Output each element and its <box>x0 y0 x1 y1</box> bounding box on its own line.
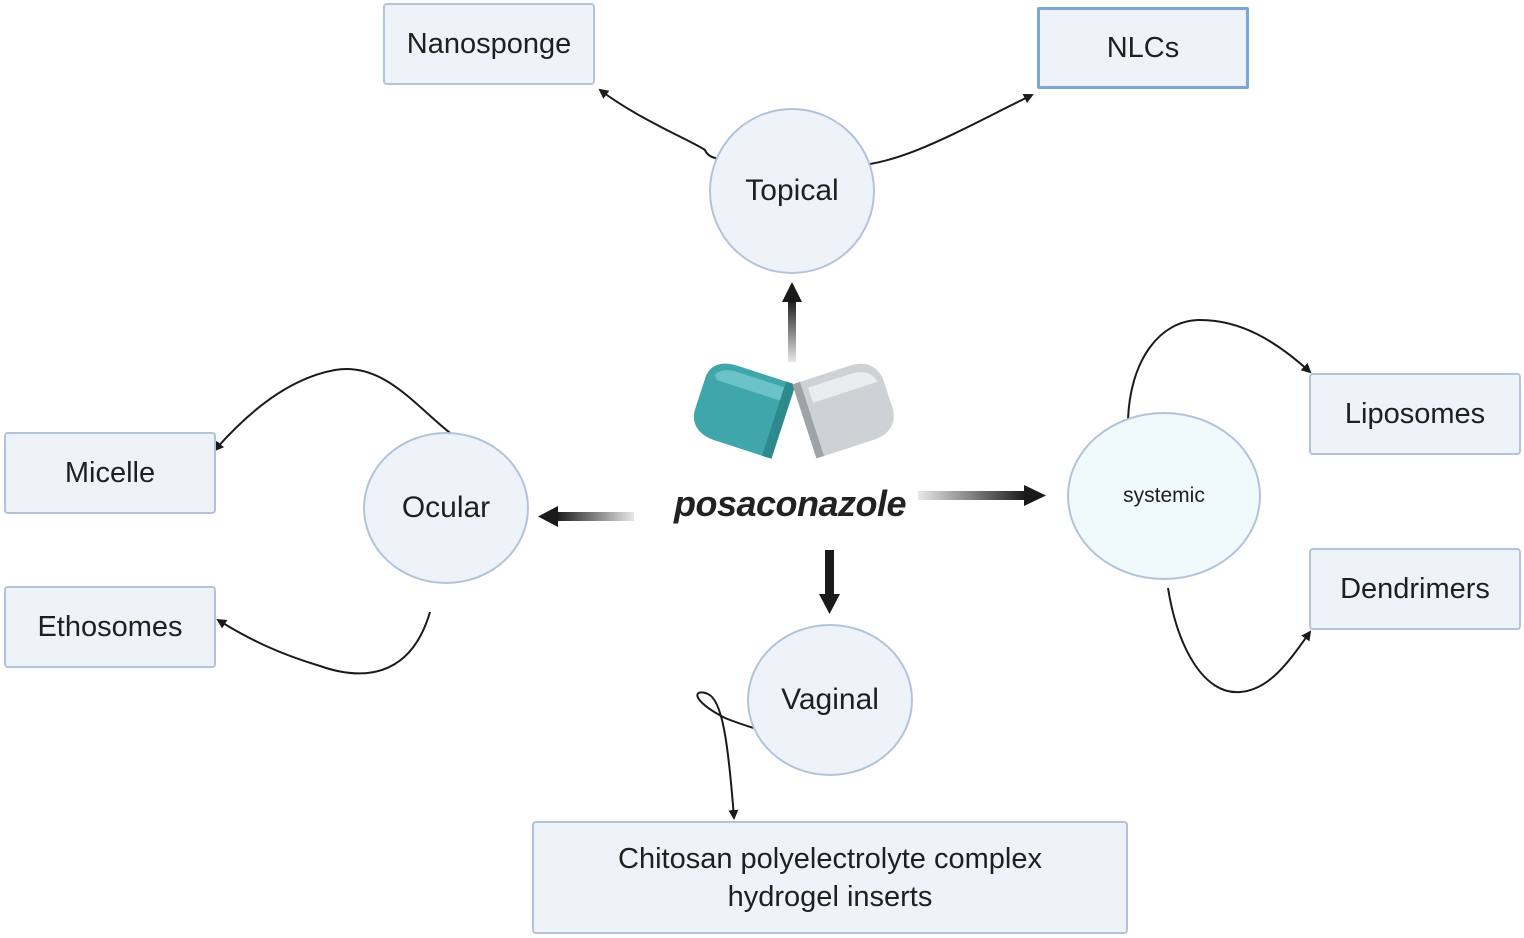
capsule-teal-half-icon <box>694 363 796 459</box>
systemic-to-dendrimers-connector <box>1167 587 1312 694</box>
formulation-nanosponge-label: Nanosponge <box>406 28 572 60</box>
formulation-dendrimers-label: Dendrimers <box>1340 573 1490 605</box>
route-systemic-label: systemic <box>1123 484 1205 507</box>
route-topical[interactable]: Topical <box>709 108 875 274</box>
formulation-ethosomes-label: Ethosomes <box>37 611 183 643</box>
formulation-chitosan-line2: hydrogel inserts <box>727 880 933 913</box>
formulation-nlcs-label: NLCs <box>1106 32 1180 64</box>
formulation-micelle[interactable]: Micelle <box>4 432 216 514</box>
ocular-to-micelle-connector <box>213 368 476 452</box>
route-systemic[interactable]: systemic <box>1067 412 1261 580</box>
formulation-chitosan-inserts[interactable]: Chitosan polyelectrolyte complex hydroge… <box>532 821 1128 934</box>
route-vaginal[interactable]: Vaginal <box>747 624 913 776</box>
formulation-nanosponge[interactable]: Nanosponge <box>383 3 595 85</box>
route-ocular[interactable]: Ocular <box>363 432 529 584</box>
formulation-liposomes-label: Liposomes <box>1344 398 1486 430</box>
capsule-icon <box>694 363 894 459</box>
capsule-grey-half-icon <box>792 363 894 459</box>
route-ocular-label: Ocular <box>401 491 491 524</box>
formulation-ethosomes[interactable]: Ethosomes <box>4 586 216 668</box>
route-vaginal-label: Vaginal <box>781 683 879 716</box>
formulation-nlcs[interactable]: NLCs <box>1037 7 1249 89</box>
formulation-micelle-label: Micelle <box>64 457 156 489</box>
route-topical-label: Topical <box>745 174 839 207</box>
formulation-dendrimers[interactable]: Dendrimers <box>1309 548 1521 630</box>
drug-to-topical-arrow <box>782 282 802 362</box>
drug-to-vaginal-arrow <box>819 550 840 614</box>
drug-name: posaconazole <box>673 483 907 524</box>
topical-to-nlcs-connector <box>847 94 1034 167</box>
topical-to-nanosponge-connector <box>598 88 733 160</box>
systemic-to-liposomes-connector <box>1127 318 1312 421</box>
ocular-to-ethosomes-connector <box>216 611 431 675</box>
formulation-chitosan-line1: Chitosan polyelectrolyte complex <box>618 842 1042 875</box>
drug-to-ocular-arrow <box>538 506 634 527</box>
drug-to-systemic-arrow <box>918 485 1046 506</box>
formulation-liposomes[interactable]: Liposomes <box>1309 373 1521 455</box>
